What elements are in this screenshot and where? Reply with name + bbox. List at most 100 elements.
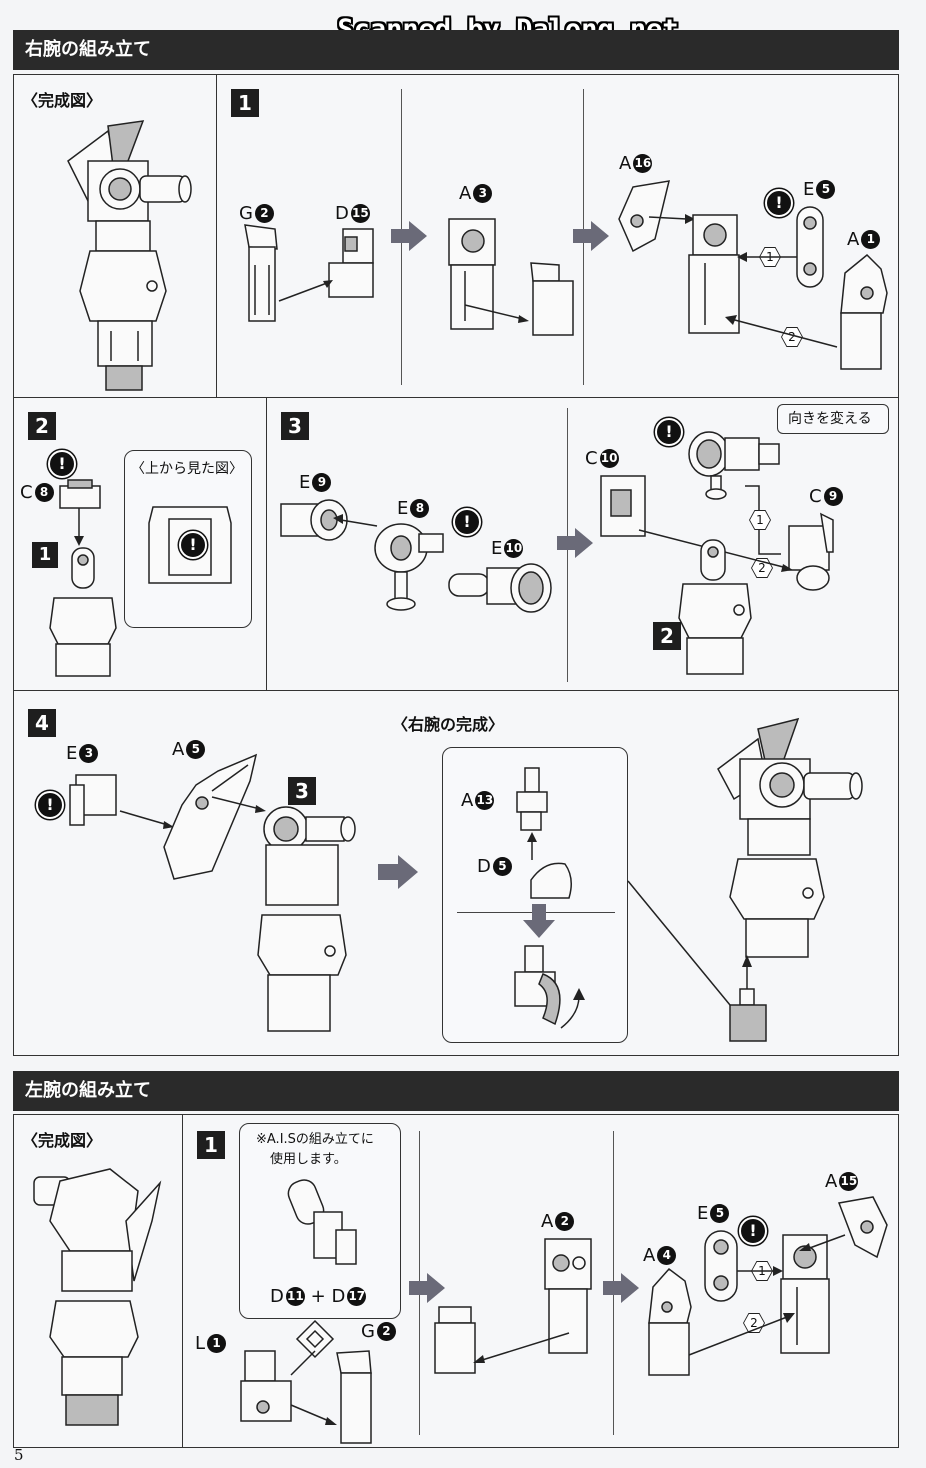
step-1-badge: 1 <box>197 1131 225 1159</box>
ref-step-3-badge: 3 <box>288 777 316 805</box>
page-number: 5 <box>14 1446 24 1464</box>
part-E5-figure <box>704 1230 738 1302</box>
top-view-callout: 〈上から見た図〉 ! <box>124 450 252 628</box>
part-A13-figure <box>516 767 548 831</box>
step-1-badge: 1 <box>231 89 259 117</box>
part-E8-figure <box>374 523 444 611</box>
assembly-arrow <box>725 315 838 348</box>
part-G2-figure <box>244 224 278 322</box>
ais-parts-figure <box>287 1179 357 1265</box>
step4-base-figure <box>257 806 356 1032</box>
orientation-callout-text: 向きを変える <box>788 411 872 427</box>
turret-part-figure <box>688 431 780 500</box>
caution-icon: ! <box>36 791 64 819</box>
subassembly-figure <box>530 262 574 336</box>
orientation-callout: 向きを変える <box>777 404 889 434</box>
assembly-center-figure <box>688 214 740 334</box>
assembly-arrow <box>473 1332 570 1363</box>
hand-part-figure <box>729 988 767 1042</box>
step-flow-arrow <box>409 1273 445 1303</box>
part-E9-figure <box>280 499 348 541</box>
ais-note-line2: 使用します。 <box>270 1152 347 1167</box>
callout-leader <box>290 1350 316 1376</box>
part-A4-figure <box>648 1267 692 1376</box>
part-A1-figure <box>840 253 888 370</box>
step2-result-figure <box>49 547 117 677</box>
caution-icon: ! <box>48 450 76 478</box>
step-flow-arrow <box>603 1273 639 1303</box>
ref-step-2-badge: 2 <box>653 622 681 650</box>
left-arm-completed-figure <box>33 1168 162 1426</box>
step3-base-figure <box>678 539 752 675</box>
caution-icon: ! <box>453 508 481 536</box>
completed-view-label: 〈完成図〉 <box>22 91 103 110</box>
assembly-arrow <box>464 304 529 323</box>
callout-leader <box>627 880 731 1006</box>
assembly-center-figure <box>780 1234 830 1354</box>
assembly-arrow <box>211 796 266 813</box>
right-arm-completed-figure <box>67 120 192 391</box>
part-E3-figure <box>69 774 117 826</box>
part-A16-figure <box>618 180 670 253</box>
part-C8-figure <box>59 479 101 509</box>
order-badge-2: 2 <box>781 327 803 347</box>
completed-view-label: 〈完成図〉 <box>22 1131 103 1150</box>
caution-icon: ! <box>765 189 793 217</box>
assembly-arrow <box>737 252 797 262</box>
ais-note-line1: ※A.I.Sの組み立てに <box>256 1132 374 1147</box>
assembly-arrow <box>278 280 333 302</box>
step-2-badge: 2 <box>28 412 56 440</box>
step-4-badge: 4 <box>28 709 56 737</box>
assembly-arrow <box>74 508 84 546</box>
assembly-arrow <box>648 214 695 224</box>
step-flow-arrow <box>391 221 427 251</box>
assembly-arrow <box>290 1404 337 1425</box>
part-E10-figure <box>448 563 552 613</box>
caution-icon: ! <box>739 1217 767 1245</box>
part-A5-figure <box>163 753 258 880</box>
order-badge-1: 1 <box>749 510 771 530</box>
assembly-arrow <box>527 832 537 860</box>
assembly-arrow <box>333 514 378 527</box>
right-arm-completed-panel: 〈完成図〉 <box>13 74 217 398</box>
part-A15-figure <box>837 1196 888 1259</box>
part-A2-figure <box>544 1238 592 1354</box>
right-arm-completion-label: 〈右腕の完成〉 <box>392 715 505 734</box>
top-view-label: 〈上から見た図〉 <box>131 461 243 477</box>
step-flow-arrow <box>573 221 609 251</box>
part-C9-figure <box>788 512 834 591</box>
left-arm-completed-panel: 〈完成図〉 <box>13 1114 183 1448</box>
left-arm-header: 左腕の組み立て <box>13 1071 899 1111</box>
pointer-diamond-icon <box>295 1319 335 1359</box>
caution-icon: ! <box>655 418 683 446</box>
part-E5-figure <box>796 206 824 288</box>
hand-assembled-figure <box>514 945 585 1029</box>
subassembly-figure <box>434 1306 476 1374</box>
right-arm-completed-result <box>717 717 863 958</box>
ref-step-1-badge: 1 <box>32 542 58 568</box>
step-flow-arrow <box>378 855 418 889</box>
